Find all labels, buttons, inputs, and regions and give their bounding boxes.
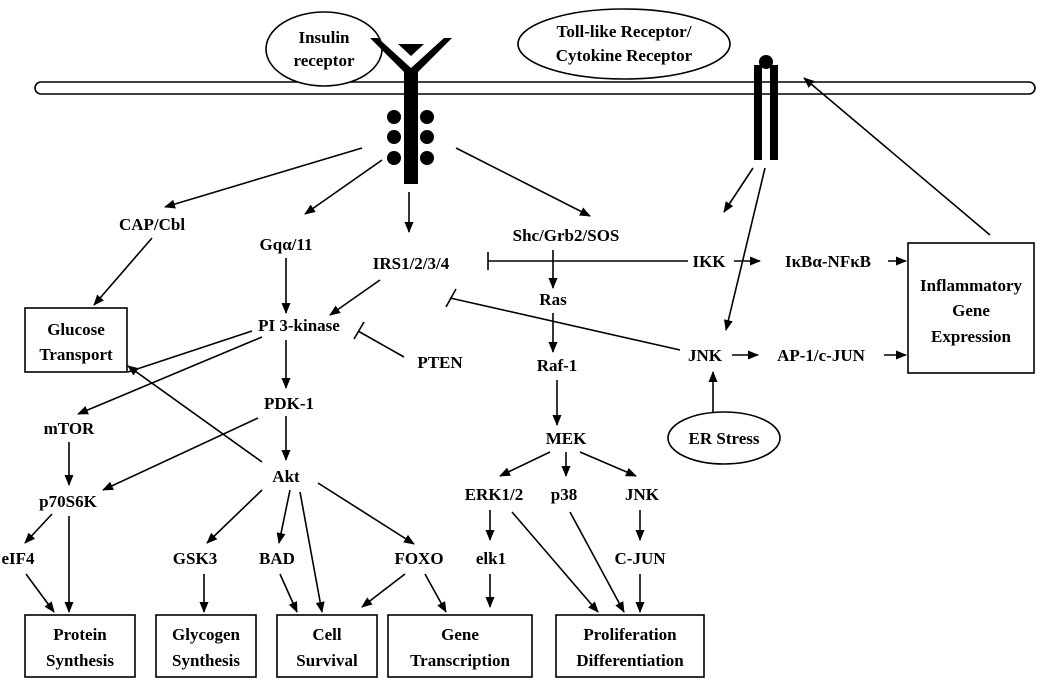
arrow-capcbl-to-glucose [93,237,153,306]
arrow-akt-to-bad [276,489,291,544]
cell-membrane [34,81,1036,95]
node-foxo: FOXO [394,549,443,568]
node-elk1: elk1 [476,549,506,568]
er-stress-label: ER Stress [689,429,760,448]
toll-receptor-icon [754,55,778,160]
arrow-inflam-to-toll [803,77,991,236]
arrow-toll-to-jnk [723,167,766,331]
node-pten: PTEN [417,353,463,372]
node-p70s6k: p70S6K [39,492,97,511]
toll-receptor-label-line1: Toll-like Receptor/ [557,22,692,41]
link-pi3k-to-glucose [127,330,253,373]
arrow-foxo-to-survival [361,573,406,608]
node-erk12: ERK1/2 [465,485,524,504]
arrow-mek-to-jnk [579,451,637,477]
arrow-p38-to-prolif [569,511,625,613]
arrow-foxo-to-gene [424,573,447,613]
insulin-receptor-oval [265,11,383,87]
glycogen-synthesis-box [155,614,257,678]
node-jnk-stress: JNK [688,346,723,365]
inhibit-pten-to-pi3k [357,330,405,358]
node-gq-alpha-11: Gqα/11 [260,235,313,254]
node-gsk3: GSK3 [173,549,217,568]
toll-receptor-oval [517,8,731,80]
node-eif4: eIF4 [1,549,35,568]
inflammatory-line3: Expression [931,327,1012,346]
arrow-pdk1-to-p70s6k [102,417,259,491]
node-irs: IRS1/2/3/4 [373,254,450,273]
gene-transcription-box [387,614,533,678]
inhibit-jnk-to-irs [449,297,681,351]
glucose-transport-line2: Transport [39,345,113,364]
arrow-eif4-to-protein [25,573,55,613]
glucose-transport-box [24,307,128,373]
insulin-receptor-label-line1: Insulin [298,28,350,47]
node-ikba-nfkb: IκBα-NFκB [785,252,871,271]
cell-survival-line2: Survival [296,651,358,670]
inflammatory-line2: Gene [952,301,990,320]
node-bad: BAD [259,549,295,568]
arrow-akt-to-survival [299,491,325,613]
gene-transcription-line1: Gene [441,625,479,644]
arrow-p70s6k-to-eif4 [24,513,53,544]
arrow-bad-to-survival [279,573,298,613]
proliferation-line2: Differentiation [576,651,684,670]
arrow-erk-to-prolif [511,511,599,613]
arrow-ir-to-capcbl [164,147,363,209]
arrow-akt-to-gsk3 [206,489,263,544]
glucose-transport-line1: Glucose [47,320,105,339]
toll-receptor-label-line2: Cytokine Receptor [556,46,693,65]
insulin-receptor-icon [370,38,452,184]
node-ras: Ras [539,290,567,309]
node-shc-grb2-sos: Shc/Grb2/SOS [513,226,620,245]
cell-survival-box [276,614,378,678]
node-ap1-cjun: AP-1/c-JUN [777,346,866,365]
arrow-ir-to-shc [455,147,591,217]
arrow-akt-to-foxo [317,482,415,545]
cell-survival-line1: Cell [312,625,342,644]
node-mek: MEK [546,429,587,448]
inhibition-edges [127,252,688,373]
node-ikk: IKK [692,252,726,271]
protein-synthesis-line1: Protein [53,625,107,644]
node-mtor: mTOR [44,419,95,438]
inhibit-bar-jnk-irs [445,288,457,308]
arrow-toll-to-ikk [723,167,754,213]
arrow-ir-to-gq [304,159,383,215]
proliferation-differentiation-box [555,614,705,678]
inhibit-bar-pten [353,321,365,340]
gene-transcription-line2: Transcription [410,651,510,670]
arrow-akt-to-glucose [127,365,263,463]
node-akt: Akt [272,467,300,486]
arrow-irs-to-pi3k [329,279,381,316]
node-raf1: Raf-1 [537,356,578,375]
node-cap-cbl: CAP/Cbl [119,215,185,234]
node-pdk1: PDK-1 [264,394,314,413]
inflammatory-gene-expression-box [907,242,1035,374]
node-c-jun: C-JUN [615,549,667,568]
glycogen-synthesis-line2: Synthesis [172,651,240,670]
insulin-receptor-label-line2: receptor [293,51,354,70]
proliferation-line1: Proliferation [583,625,677,644]
arrow-mek-to-erk [499,451,551,477]
protein-synthesis-box [24,614,136,678]
er-stress-oval [667,411,781,465]
inflammatory-line1: Inflammatory [920,276,1022,295]
node-pi3-kinase: PI 3-kinase [258,316,340,335]
arrow-pi3k-to-mtor [77,336,263,415]
node-p38: p38 [551,485,577,504]
protein-synthesis-line2: Synthesis [46,651,114,670]
node-jnk-mapk: JNK [625,485,660,504]
activation-arrows [24,77,991,613]
glycogen-synthesis-line1: Glycogen [172,625,241,644]
